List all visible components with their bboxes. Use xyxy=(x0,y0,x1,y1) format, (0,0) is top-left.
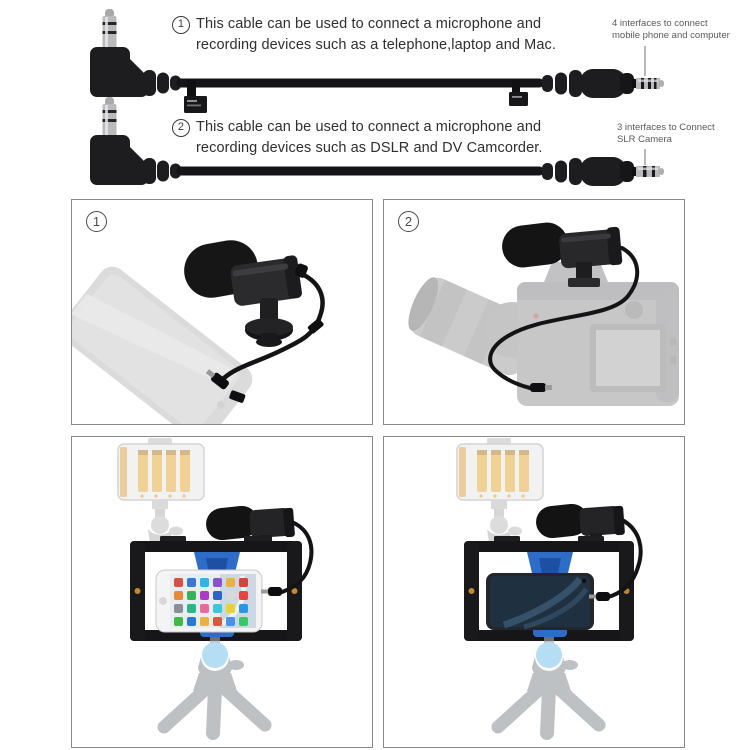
rig-front-illustration xyxy=(117,438,314,740)
dslr-camera-ghost xyxy=(408,262,679,406)
app-grid xyxy=(174,578,248,626)
tripod-ghost xyxy=(491,637,606,740)
phone-ghost xyxy=(72,266,253,424)
cable1-description: 1 This cable can be used to connect a mi… xyxy=(172,14,556,56)
panel-phone-number-badge: 1 xyxy=(86,211,107,232)
cable1-tag-2 xyxy=(509,80,528,106)
cable1-wire xyxy=(176,78,544,88)
led-light-ghost xyxy=(117,438,205,549)
mic-to-phone-cable xyxy=(261,521,314,596)
phone-in-rig xyxy=(155,569,263,633)
cable2-callout-line2: SLR Camera xyxy=(617,133,672,145)
cable2-desc-line1: This cable can be used to connect a micr… xyxy=(196,119,542,135)
cable2-callout: 3 interfaces to Connect SLR Camera xyxy=(617,122,715,145)
cable2-angle-plug-icon xyxy=(90,97,181,185)
mic-to-camera-cable xyxy=(488,246,639,392)
cable1-tag-1 xyxy=(184,80,207,113)
cable2-callout-line1: 3 interfaces to Connect xyxy=(617,122,715,133)
phone-mic-illustration xyxy=(72,240,325,424)
cable-1-graphic xyxy=(90,9,664,113)
microphone xyxy=(536,503,625,547)
cable-plug-icon xyxy=(205,369,229,390)
cable1-callout-line1: 4 interfaces to connect xyxy=(612,18,708,29)
panel-camera-number-badge: 2 xyxy=(398,211,419,232)
cable1-desc-line2: recording devices such as a telephone,la… xyxy=(196,37,556,53)
panel-phone-mic: 1 xyxy=(71,199,373,425)
cable-plug-icon xyxy=(530,383,552,392)
tripod-ghost xyxy=(157,637,272,740)
cables-graphic xyxy=(90,9,664,186)
camera-mic-illustration xyxy=(408,222,679,406)
mic-to-phone-cable xyxy=(589,519,643,601)
microphone xyxy=(206,505,295,549)
mic-shoe-column xyxy=(576,262,592,282)
microphone xyxy=(184,240,308,347)
microphone xyxy=(502,222,623,287)
cable2-desc-line2: recording devices such as DSLR and DV Ca… xyxy=(196,140,543,156)
mic-to-phone-cable xyxy=(205,271,325,403)
cable1-callout-line2: mobile phone and computer xyxy=(612,29,730,41)
panel-rig-back xyxy=(383,436,685,748)
cable1-straight-jack-icon xyxy=(542,69,664,98)
panel-camera-mic: 2 xyxy=(383,199,685,425)
panel-rig-front xyxy=(71,436,373,748)
cable1-desc-line1: This cable can be used to connect a micr… xyxy=(196,16,542,32)
hot-shoe-mount xyxy=(568,278,600,287)
led-light-ghost xyxy=(456,438,544,549)
cable2-number-badge: 2 xyxy=(172,118,190,137)
cable-2-graphic xyxy=(90,97,664,186)
cable1-callout: 4 interfaces to connect mobile phone and… xyxy=(612,18,730,41)
cable2-description: 2 This cable can be used to connect a mi… xyxy=(172,117,543,159)
rig-back-illustration xyxy=(456,438,643,740)
cable2-wire xyxy=(176,166,544,176)
cable1-angle-plug-icon xyxy=(90,9,181,97)
cable2-straight-jack-icon xyxy=(542,157,664,186)
cable1-number-badge: 1 xyxy=(172,15,190,34)
phone-in-rig xyxy=(486,573,594,630)
